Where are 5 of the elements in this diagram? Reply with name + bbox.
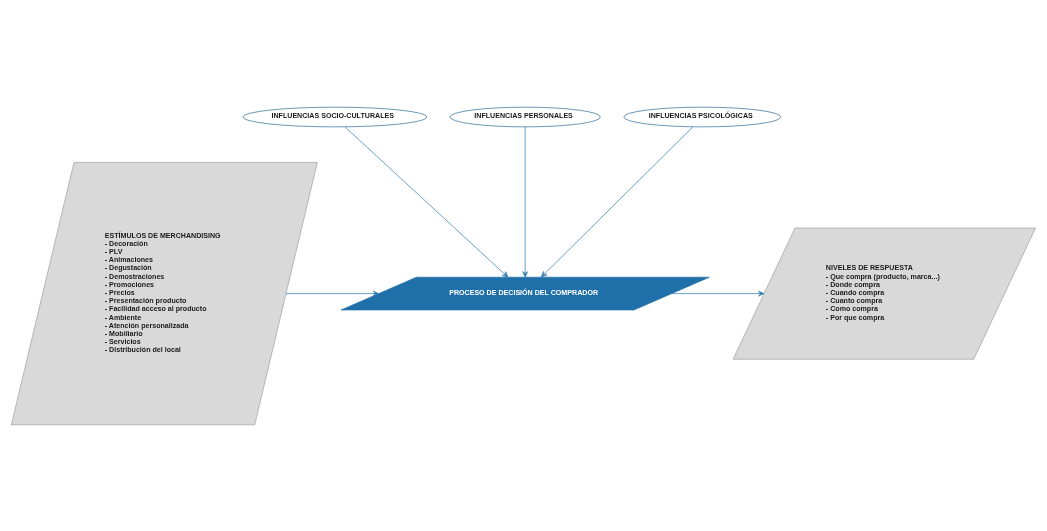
- arrow: [522, 126, 528, 277]
- arrow: [671, 290, 765, 296]
- arrow: [540, 126, 694, 277]
- arrow: [344, 126, 509, 278]
- arrow: [285, 290, 379, 296]
